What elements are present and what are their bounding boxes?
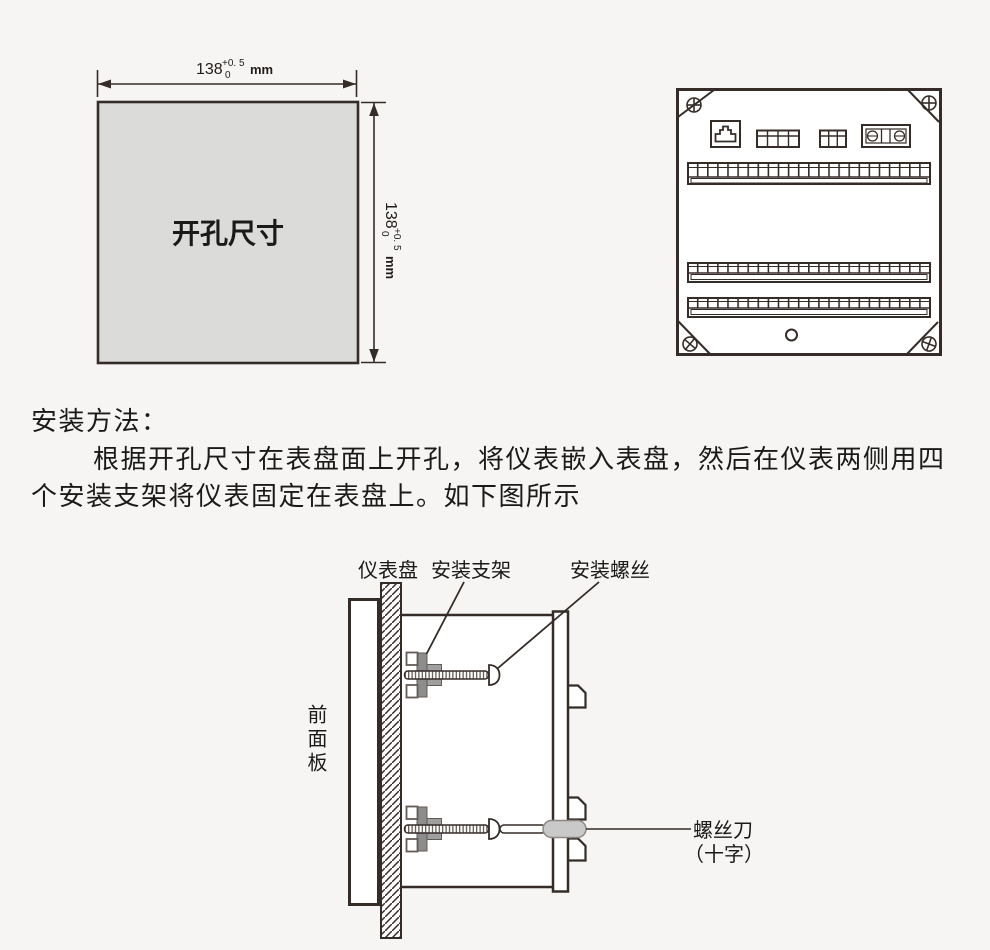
terminal-strip-3 xyxy=(687,297,931,318)
front-panel-label: 前面板 xyxy=(304,704,326,776)
svg-text:+0. 5: +0. 5 xyxy=(222,58,245,69)
installation-instructions: 安装方法： 根据开孔尺寸在表盘面上开孔，将仪表嵌入表盘，然后在仪表两侧用四 个安… xyxy=(31,402,961,515)
screwdriver-handle xyxy=(542,819,587,839)
instructions-heading: 安装方法： xyxy=(31,407,169,436)
screwdriver-shaft xyxy=(499,824,547,834)
width-dimension-text: 138 +0. 5 0 mm xyxy=(196,58,273,81)
installation-diagram: 仪表盘 安装支架 安装螺丝 螺丝刀 （十字） xyxy=(348,559,764,939)
leader-lines xyxy=(425,581,691,830)
cutout-label: 开孔尺寸 xyxy=(172,218,284,250)
screw-icon xyxy=(682,336,698,352)
svg-text:mm: mm xyxy=(383,256,398,279)
width-dimension xyxy=(96,70,358,97)
screw-icon xyxy=(921,95,937,111)
height-dimension-text: 138 +0. 5 0 mm xyxy=(379,202,402,279)
svg-text:138: 138 xyxy=(382,202,399,229)
arrow-down-icon xyxy=(369,349,379,362)
case-clips xyxy=(568,684,587,862)
screwdriver xyxy=(499,819,587,839)
svg-text:+0. 5: +0. 5 xyxy=(391,228,402,251)
svg-text:mm: mm xyxy=(250,62,273,77)
screw-icon xyxy=(686,97,702,113)
instructions-line1: 根据开孔尺寸在表盘面上开孔，将仪表嵌入表盘，然后在仪表两侧用四 xyxy=(93,445,946,474)
cutout-dimension-diagram: 开孔尺寸 138 +0. 5 0 mm 138 +0. 5 0 mm xyxy=(96,58,402,365)
svg-text:138: 138 xyxy=(196,61,223,78)
terminal-block-4 xyxy=(756,129,800,148)
rear-view-diagram xyxy=(676,88,942,356)
corner-screws xyxy=(677,89,940,356)
svg-text:0: 0 xyxy=(379,231,390,237)
power-terminal xyxy=(861,124,911,148)
rear-bezel xyxy=(551,610,570,893)
mounting-hole xyxy=(785,328,798,342)
front-panel xyxy=(348,598,380,906)
cutout-square xyxy=(96,100,360,365)
height-dimension xyxy=(361,101,386,364)
screwdriver-label-type: （十字） xyxy=(684,843,764,866)
instructions-line2: 个安装支架将仪表固定在表盘上。如下图所示 xyxy=(31,482,582,511)
terminal-strip-1 xyxy=(687,162,931,185)
arrow-up-icon xyxy=(369,103,379,116)
screw-label: 安装螺丝 xyxy=(570,559,650,582)
bracket-label: 安装支架 xyxy=(431,559,511,582)
arrow-left-icon xyxy=(98,79,111,89)
screwdriver-label: 螺丝刀 xyxy=(693,819,753,842)
screw-icon xyxy=(921,336,937,352)
ethernet-port-icon xyxy=(710,120,741,148)
terminal-strip-2 xyxy=(687,262,931,283)
panel-wall xyxy=(380,582,402,939)
svg-text:0: 0 xyxy=(225,70,231,81)
mounting-screw-bottom xyxy=(403,818,501,840)
mounting-screw-top xyxy=(403,664,501,686)
arrow-right-icon xyxy=(343,79,356,89)
panel-label: 仪表盘 xyxy=(358,559,418,582)
terminal-block-3 xyxy=(819,129,847,148)
